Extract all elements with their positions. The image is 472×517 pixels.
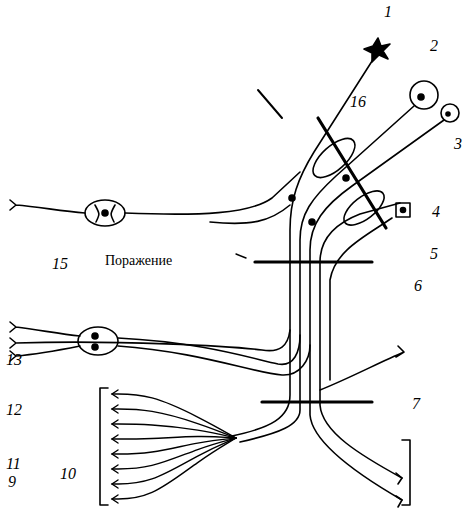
cell-body xyxy=(289,195,295,201)
ganglion xyxy=(78,327,118,355)
nerve-fibre xyxy=(112,409,236,438)
nerve-ending xyxy=(112,480,118,488)
nerve-fibre xyxy=(330,218,392,380)
callout-number: 11 xyxy=(6,456,21,472)
nerve-ending xyxy=(112,405,118,413)
nerve-fibre xyxy=(10,322,80,336)
cell-body xyxy=(92,344,98,350)
callout-number: 9 xyxy=(8,474,16,490)
nerve-fibre xyxy=(320,203,402,478)
nerve-fibre xyxy=(118,345,310,375)
nerve-fibre xyxy=(125,172,300,214)
callout-number: 15 xyxy=(52,256,68,272)
callout-number: 3 xyxy=(454,136,462,152)
lesion-line xyxy=(262,400,372,403)
callout-number: 10 xyxy=(60,466,76,482)
square-receptor xyxy=(396,203,410,217)
ganglion-outline xyxy=(95,205,115,222)
nerve-fibre xyxy=(112,438,236,484)
lesion-line xyxy=(318,118,386,228)
nerve-fibre xyxy=(112,437,236,439)
nerve-fibre xyxy=(320,346,404,390)
bracket xyxy=(402,440,410,505)
circle-receptor xyxy=(410,81,438,109)
nerve-fibre xyxy=(310,120,444,500)
callout-number: 16 xyxy=(350,94,366,110)
bracket xyxy=(100,388,108,505)
callout-number: 7 xyxy=(412,396,420,412)
callout-number: 1 xyxy=(384,4,392,20)
nerve-ending xyxy=(112,450,118,458)
nerve-fibre xyxy=(240,106,414,442)
nerve-fibre xyxy=(112,394,236,438)
nerve-ending xyxy=(112,420,118,428)
ganglion xyxy=(85,200,125,226)
callout-number: 6 xyxy=(414,278,422,294)
lesion-line xyxy=(255,260,372,263)
nerve-fibre xyxy=(10,200,85,213)
nerve-fibre xyxy=(112,438,236,499)
receptor-dot xyxy=(418,94,424,100)
callout-number: 13 xyxy=(6,352,22,368)
lesion-line xyxy=(258,90,282,118)
nerve-ending xyxy=(112,495,118,503)
nerve-ending xyxy=(112,465,118,473)
nerve-fibre xyxy=(112,424,236,438)
nerve-fibre xyxy=(210,205,290,223)
callout-number: 12 xyxy=(6,402,22,418)
callout-number: 5 xyxy=(430,246,438,262)
callout-number: 2 xyxy=(430,38,438,54)
star-receptor xyxy=(364,38,390,62)
nerve-ending xyxy=(112,390,118,398)
lesion-label: Поражение xyxy=(104,254,173,268)
nerve-fibre xyxy=(232,58,374,436)
cell-body xyxy=(309,219,315,225)
receptor-dot xyxy=(401,208,406,213)
nerve-fibre xyxy=(112,438,236,469)
cell-body xyxy=(343,175,349,181)
cell-body xyxy=(102,210,108,216)
nerve-ending xyxy=(396,473,402,507)
nerve-ending xyxy=(112,435,118,443)
receptor-dot xyxy=(446,112,450,116)
callout-number: 4 xyxy=(432,204,440,220)
lesion-tick xyxy=(236,254,246,258)
cell-body xyxy=(92,333,98,339)
